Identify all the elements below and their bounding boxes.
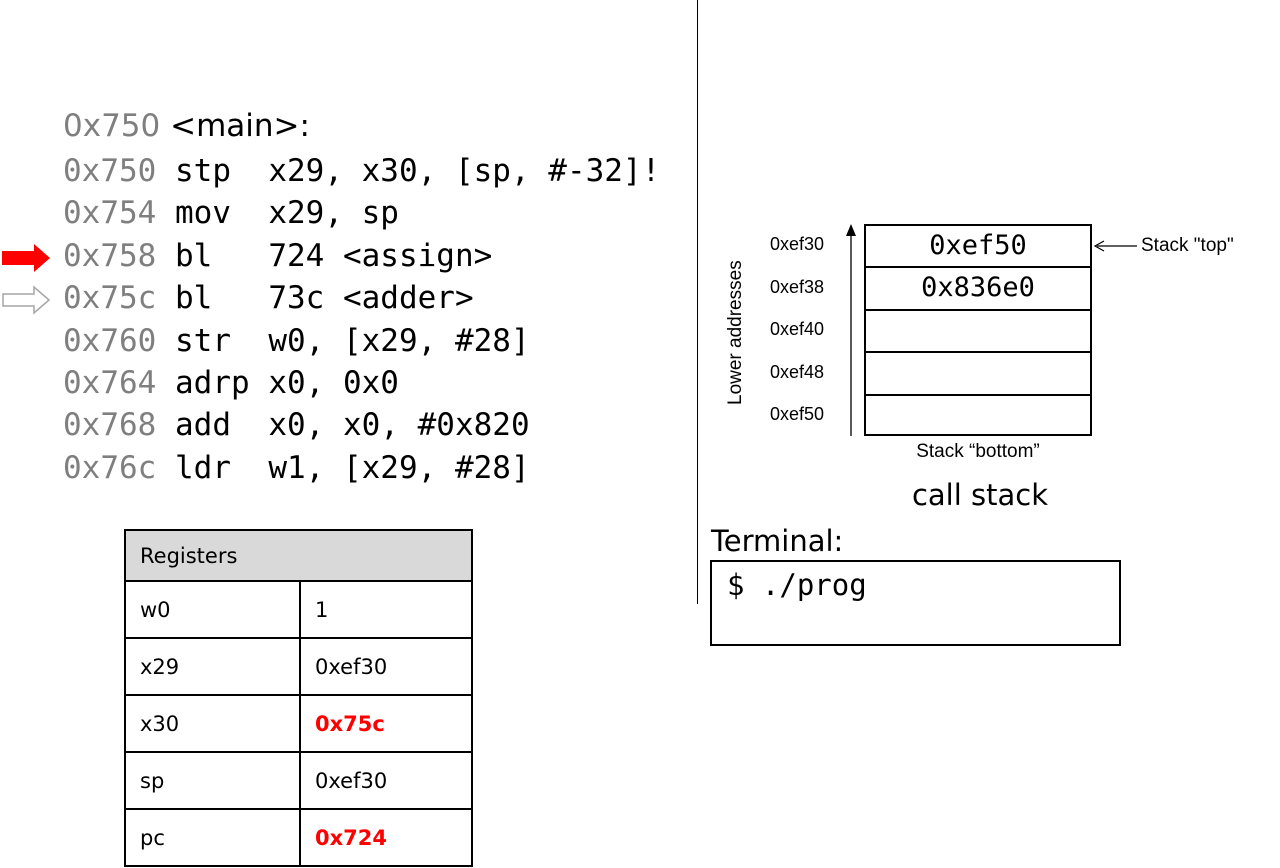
instruction-mnemonic: str [175, 322, 250, 359]
function-address: 0x750 [63, 108, 161, 144]
stack-top-arrowhead-icon [1093, 240, 1105, 252]
call-stack-caption: call stack [911, 478, 1049, 512]
instruction-operands: x29, x30, [sp, #-32]! [268, 153, 661, 189]
instruction-operands: w1, [x29, #28] [268, 449, 530, 486]
stack-slot [864, 351, 1092, 394]
table-row: sp 0xef30 [124, 751, 473, 810]
instruction-mnemonic: bl [175, 237, 250, 274]
registers-table: Registers w0 1 x29 0xef30 x30 0x75c sp 0… [124, 529, 473, 867]
instruction-mnemonic: bl [175, 280, 250, 317]
code-line: 0x768 add x0, x0, #0x820 [63, 404, 660, 446]
stack-address: 0xef48 [770, 362, 825, 382]
stack-bottom-label: Stack “bottom” [916, 441, 1040, 462]
stack-address: 0xef38 [770, 277, 825, 297]
next-instruction-arrow-icon [2, 285, 51, 315]
instruction-operands: 73c <adder> [268, 280, 474, 317]
assembly-listing: 0x750 stp x29, x30, [sp, #-32]! 0x754 mo… [63, 150, 660, 489]
instruction-address: 0x758 [63, 237, 157, 274]
instruction-mnemonic: stp [175, 153, 250, 189]
table-row: x29 0xef30 [124, 637, 473, 696]
instruction-address: 0x754 [63, 195, 157, 232]
terminal-output: $ ./prog [710, 560, 1121, 646]
instruction-operands: x29, sp [268, 195, 399, 232]
register-value-changed: 0x75c [299, 694, 473, 753]
code-line-next: 0x75c bl 73c <adder> [63, 277, 660, 319]
stack-slot: 0xef50 [864, 224, 1092, 267]
current-instruction-arrow-icon [2, 244, 50, 272]
stack-address: 0xef50 [770, 404, 825, 424]
instruction-address: 0x75c [63, 280, 157, 317]
stack-top-label: Stack "top" [1141, 235, 1234, 256]
terminal-label: Terminal: [711, 524, 844, 558]
function-label: <main>: [170, 108, 310, 144]
stack-slot [864, 393, 1092, 436]
instruction-operands: x0, x0, #0x820 [268, 407, 530, 444]
code-line: 0x760 str w0, [x29, #28] [63, 320, 660, 362]
instruction-address: 0x760 [63, 322, 157, 359]
call-stack: 0xef50 0x836e0 [864, 224, 1092, 436]
register-name: w0 [124, 580, 301, 639]
stack-slot [864, 308, 1092, 352]
register-value: 1 [299, 580, 473, 639]
instruction-mnemonic: adrp [175, 364, 250, 401]
register-name: x30 [124, 694, 301, 753]
register-name: pc [124, 808, 301, 867]
register-name: x29 [124, 637, 301, 696]
table-row: w0 1 [124, 580, 473, 639]
instruction-operands: x0, 0x0 [268, 364, 399, 401]
axis-arrowhead-icon [846, 224, 856, 236]
stack-address: 0xef30 [770, 234, 825, 254]
stack-address: 0xef40 [770, 319, 825, 339]
function-header: 0x750 <main>: [63, 104, 310, 148]
code-line: 0x754 mov x29, sp [63, 192, 660, 234]
section-divider [697, 0, 698, 604]
code-line: 0x76c ldr w1, [x29, #28] [63, 447, 660, 489]
register-name: sp [124, 751, 301, 810]
table-row: pc 0x724 [124, 808, 473, 867]
register-value: 0xef30 [299, 751, 473, 810]
code-line: 0x750 stp x29, x30, [sp, #-32]! [63, 150, 660, 192]
registers-header: Registers [124, 529, 473, 582]
instruction-operands: 724 <assign> [268, 237, 493, 274]
instruction-mnemonic: mov [175, 195, 250, 232]
instruction-address: 0x764 [63, 364, 157, 401]
register-value-changed: 0x724 [299, 808, 473, 867]
code-line-current: 0x758 bl 724 <assign> [63, 235, 660, 277]
instruction-address: 0x76c [63, 449, 157, 486]
stack-slot: 0x836e0 [864, 266, 1092, 309]
register-value: 0xef30 [299, 637, 473, 696]
instruction-mnemonic: add [175, 407, 250, 444]
instruction-mnemonic: ldr [175, 449, 250, 486]
instruction-address: 0x750 [63, 153, 157, 189]
code-line: 0x764 adrp x0, 0x0 [63, 362, 660, 404]
table-row: x30 0x75c [124, 694, 473, 753]
instruction-address: 0x768 [63, 407, 157, 444]
instruction-operands: w0, [x29, #28] [268, 322, 530, 359]
